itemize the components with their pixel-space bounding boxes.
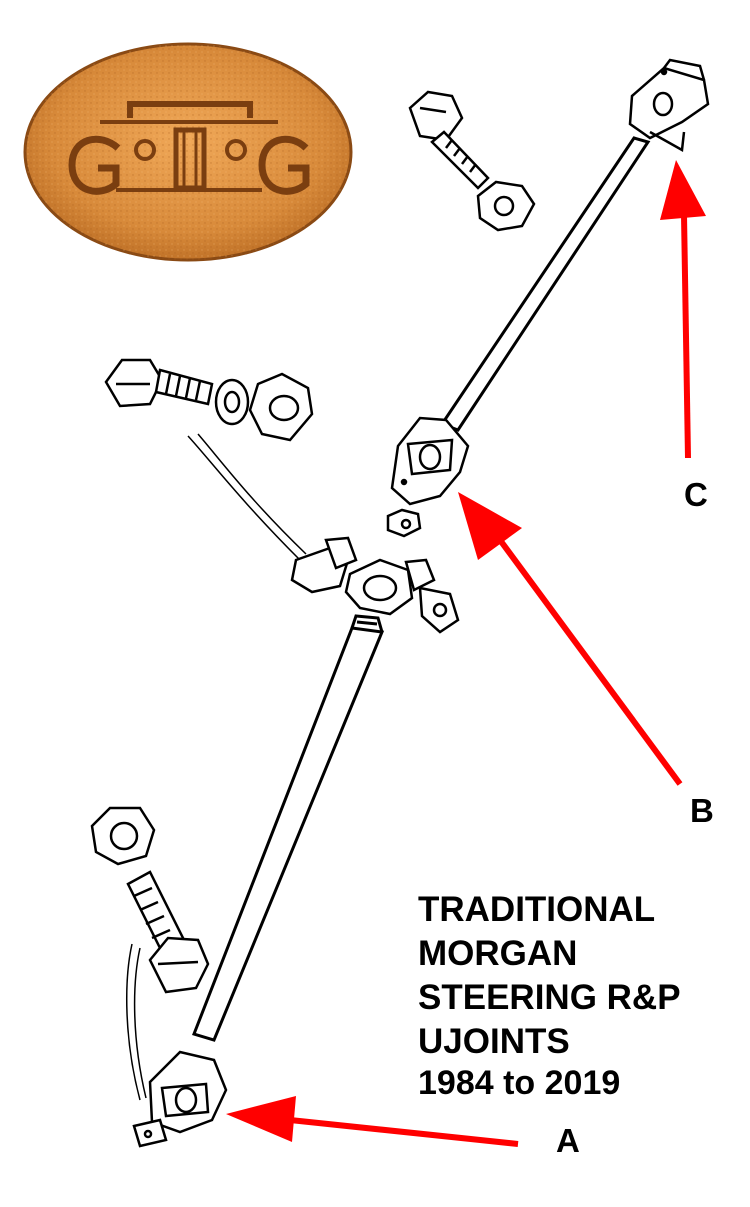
title-line-5: 1984 to 2019 <box>418 1064 621 1102</box>
bearing-bracket-icon <box>290 536 460 634</box>
title-line-2: MORGAN <box>418 934 578 973</box>
label-c: C <box>684 476 708 513</box>
lower-shaft <box>192 614 385 1042</box>
ujoint-a-icon <box>132 1050 228 1148</box>
mid-bolt-icon <box>104 358 314 561</box>
title-line-3: STEERING R&P <box>418 978 681 1017</box>
label-a: A <box>556 1122 580 1159</box>
upper-shaft <box>439 136 651 432</box>
gmg-logo-icon <box>23 42 353 262</box>
lower-nut-icon <box>90 806 156 866</box>
arrow-c-icon <box>660 160 706 459</box>
title-line-1: TRADITIONAL <box>418 890 656 929</box>
top-nut-icon <box>476 180 536 232</box>
ujoint-c-icon <box>628 58 710 153</box>
title-line-4: UJOINTS <box>418 1022 570 1061</box>
ujoint-b-icon <box>386 416 470 538</box>
top-bolt-icon <box>408 90 490 190</box>
label-b: B <box>690 792 714 829</box>
arrow-b-icon <box>458 492 683 786</box>
lower-bolt-icon <box>126 870 210 1101</box>
arrow-a-icon <box>226 1096 519 1147</box>
diagram-title: TRADITIONAL MORGAN STEERING R&P UJOINTS … <box>418 888 681 1102</box>
